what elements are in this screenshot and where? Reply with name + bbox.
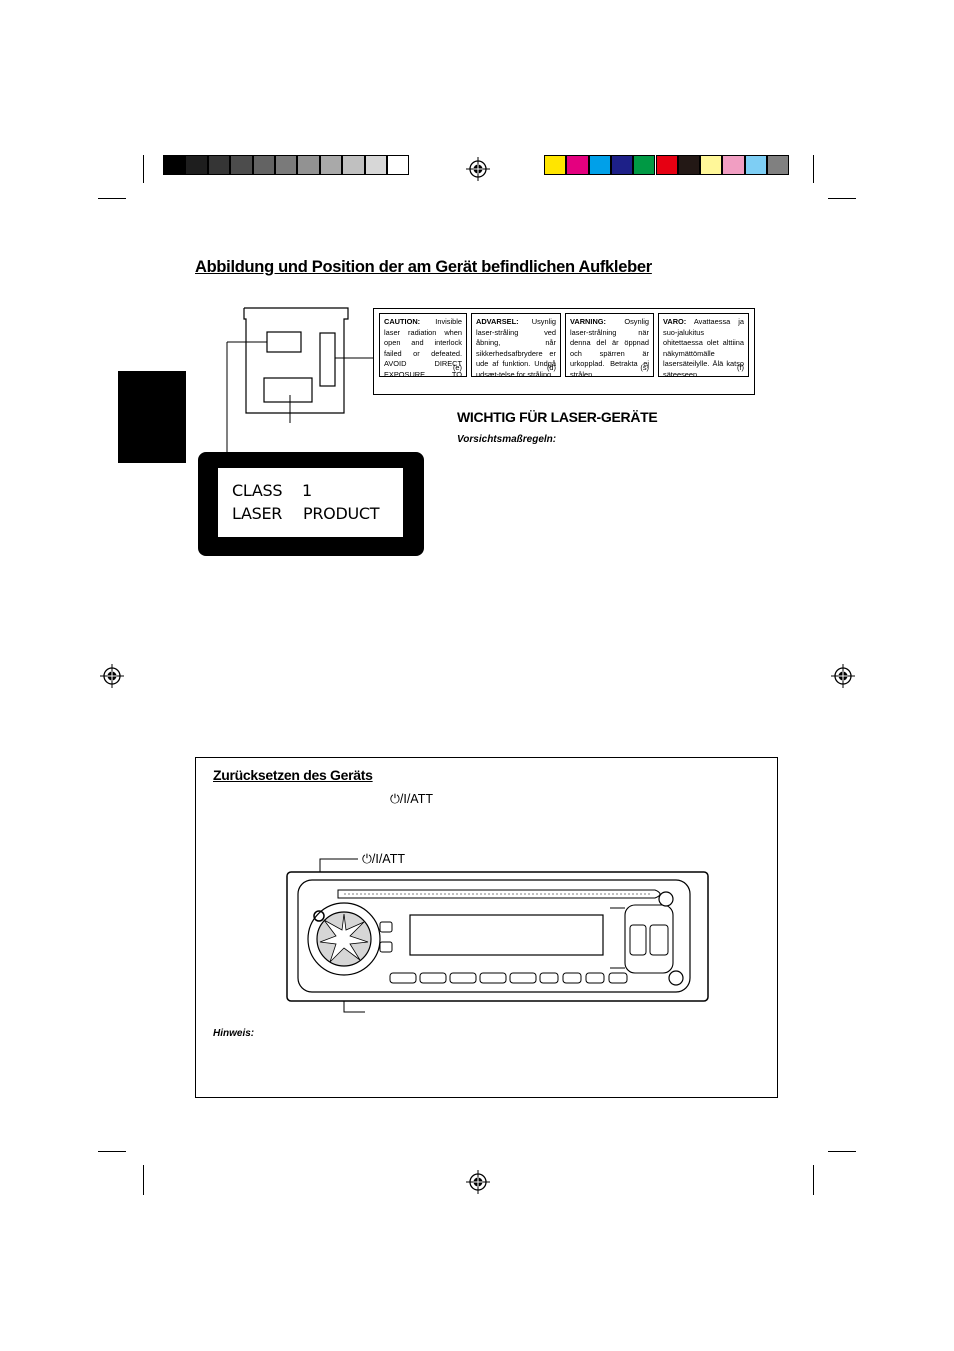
gray-swatch — [342, 155, 365, 175]
registration-target-icon — [466, 157, 490, 181]
gray-swatch — [207, 155, 231, 175]
class-text: CLASS — [232, 481, 283, 500]
power-att-inline-label: ⏻/I/ATT — [390, 792, 433, 806]
product-text: PRODUCT — [303, 504, 380, 523]
crop-mark — [98, 1151, 126, 1152]
gray-swatch — [387, 155, 410, 175]
color-swatch — [633, 155, 656, 175]
color-swatch — [700, 155, 723, 175]
class-number: 1 — [302, 481, 312, 500]
gray-swatch — [297, 155, 320, 175]
crop-mark — [143, 155, 144, 183]
color-swatch — [566, 155, 589, 175]
crop-mark — [813, 1165, 814, 1195]
registration-target-icon — [466, 1170, 490, 1194]
reset-box — [195, 757, 778, 1098]
note-label: Hinweis: — [213, 1028, 255, 1039]
color-swatch — [767, 155, 790, 175]
color-swatch — [610, 155, 634, 175]
unit-sticker-diagram — [226, 307, 373, 455]
warning-varning: VARNING: Osynlig laser-strålning när den… — [565, 313, 654, 377]
gray-swatch — [230, 155, 253, 175]
car-stereo-faceplate — [286, 858, 709, 1013]
color-swatch — [744, 155, 767, 175]
power-att-callout-label: ⏻/I/ATT — [362, 852, 405, 866]
gray-swatch — [319, 155, 343, 175]
color-swatch — [677, 155, 701, 175]
registration-target-icon — [831, 664, 855, 688]
warning-advarsel: ADVARSEL: Usynlig laser-stråling ved åbn… — [471, 313, 561, 377]
color-swatch — [655, 155, 678, 175]
class1-laser-label: CLASS 1 LASER PRODUCT — [198, 452, 424, 556]
crop-mark — [828, 198, 856, 199]
crop-mark — [98, 198, 126, 199]
gray-swatch — [252, 155, 275, 175]
section-title-stickers: Abbildung und Position der am Gerät befi… — [195, 258, 652, 276]
gray-swatch — [185, 155, 208, 175]
warning-caution: CAUTION: Invisible laser radiation when … — [379, 313, 467, 377]
gray-swatch — [275, 155, 298, 175]
color-swatch — [588, 155, 611, 175]
registration-target-icon — [100, 664, 124, 688]
laser-text: LASER — [232, 504, 283, 523]
crop-mark — [143, 1165, 144, 1195]
gray-swatch — [364, 155, 387, 175]
color-swatch — [722, 155, 745, 175]
crop-mark — [828, 1151, 856, 1152]
laser-heading: WICHTIG FÜR LASER-GERÄTE — [457, 409, 658, 425]
color-swatch — [544, 155, 567, 175]
laser-subheading: Vorsichtsmaßregeln: — [457, 434, 557, 445]
language-tab — [118, 371, 186, 463]
crop-mark — [813, 155, 814, 183]
section-title-reset: Zurücksetzen des Geräts — [213, 767, 373, 783]
gray-swatch — [163, 155, 186, 175]
warning-varo: VARO: Avattaessa ja suo-jalukitus ohitet… — [658, 313, 749, 377]
warning-sticker — [373, 308, 755, 395]
